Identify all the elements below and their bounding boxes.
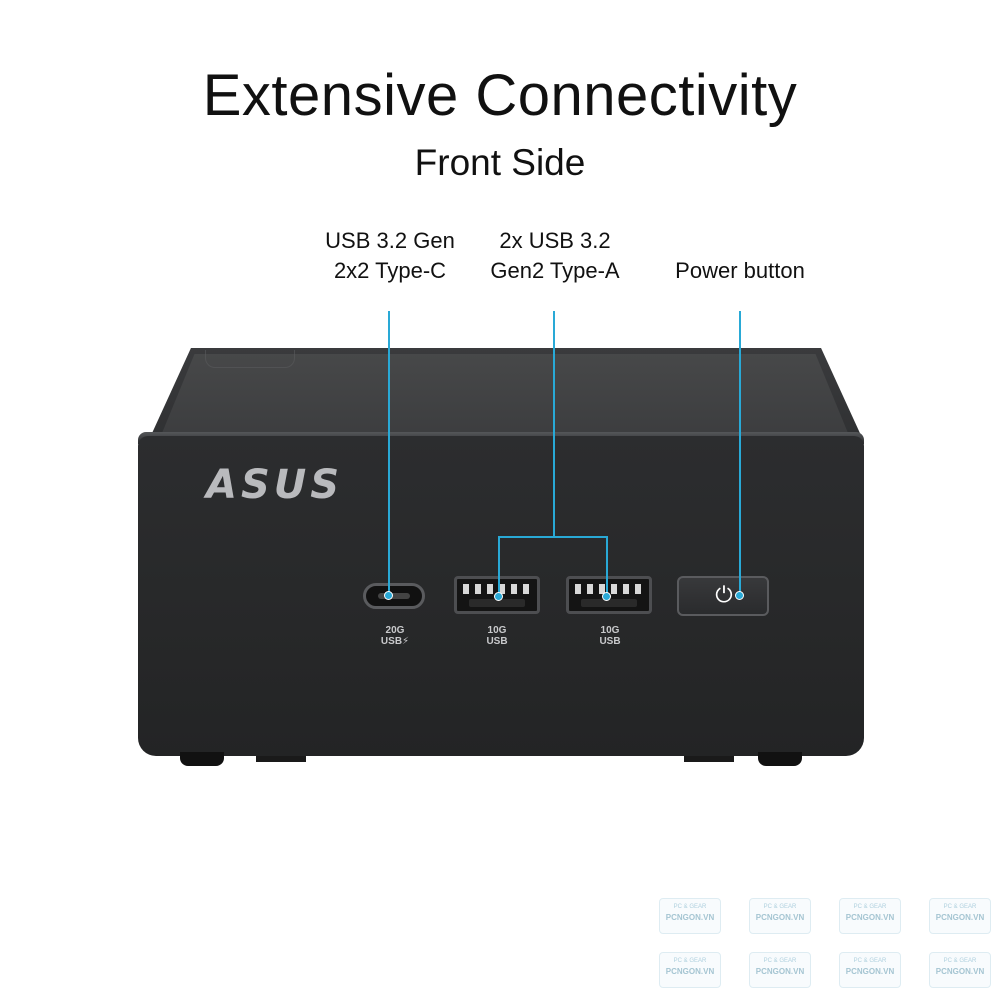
callout-line-usb-a-1 — [498, 536, 500, 596]
power-icon: ⏻ — [715, 582, 733, 607]
usb-c-port — [363, 583, 425, 609]
usb-c-port-label: 20G USB⚡ — [365, 625, 425, 647]
device-foot-right — [758, 752, 802, 766]
callout-line-usb-a-stem — [553, 311, 555, 537]
usb-a-2-port-label: 10G USB — [580, 625, 640, 647]
usb-a-1-type: USB — [486, 636, 508, 647]
power-button — [677, 576, 769, 616]
top-logo-mark — [205, 350, 295, 368]
usb-a-1-port-label: 10G USB — [467, 625, 527, 647]
device-foot-left — [180, 752, 224, 766]
callout-usb-c-line1: USB 3.2 Gen — [325, 228, 455, 253]
usb-a-2-speed: 10G — [600, 625, 620, 636]
device-pad-left — [256, 756, 306, 762]
callout-usb-a-line1: 2x USB 3.2 — [499, 228, 611, 253]
callout-line-power — [739, 311, 741, 595]
usb-a-port-2 — [566, 576, 652, 614]
callout-dot-usb-a-2 — [602, 592, 611, 601]
device-top-surface — [160, 354, 850, 438]
callout-usb-a-line2: Gen2 Type-A — [490, 258, 620, 283]
callout-dot-power — [735, 591, 744, 600]
callout-dot-usb-a-1 — [494, 592, 503, 601]
callout-usb-c-line2: 2x2 Type-C — [333, 258, 447, 283]
callout-usb-c: USB 3.2 Gen 2x2 Type-C — [310, 226, 470, 286]
callout-power-line1: Power button — [675, 258, 805, 283]
callout-dot-usb-c — [384, 591, 393, 600]
callout-line-usb-a-2 — [606, 536, 608, 596]
usb-c-type: USB⚡ — [380, 636, 410, 647]
usb-a-1-speed: 10G — [487, 625, 507, 636]
brand-logo: ASUS — [206, 462, 344, 508]
page-title: Extensive Connectivity — [202, 63, 798, 128]
usb-a-2-type: USB — [599, 636, 621, 647]
callout-power: Power button — [655, 256, 825, 286]
callout-line-usb-c — [388, 311, 390, 595]
device-pad-right — [684, 756, 734, 762]
callout-line-usb-a-bar — [498, 536, 608, 538]
page-subtitle: Front Side — [414, 142, 586, 183]
usb-c-speed: 20G — [385, 625, 405, 636]
callout-usb-a: 2x USB 3.2 Gen2 Type-A — [470, 226, 640, 286]
